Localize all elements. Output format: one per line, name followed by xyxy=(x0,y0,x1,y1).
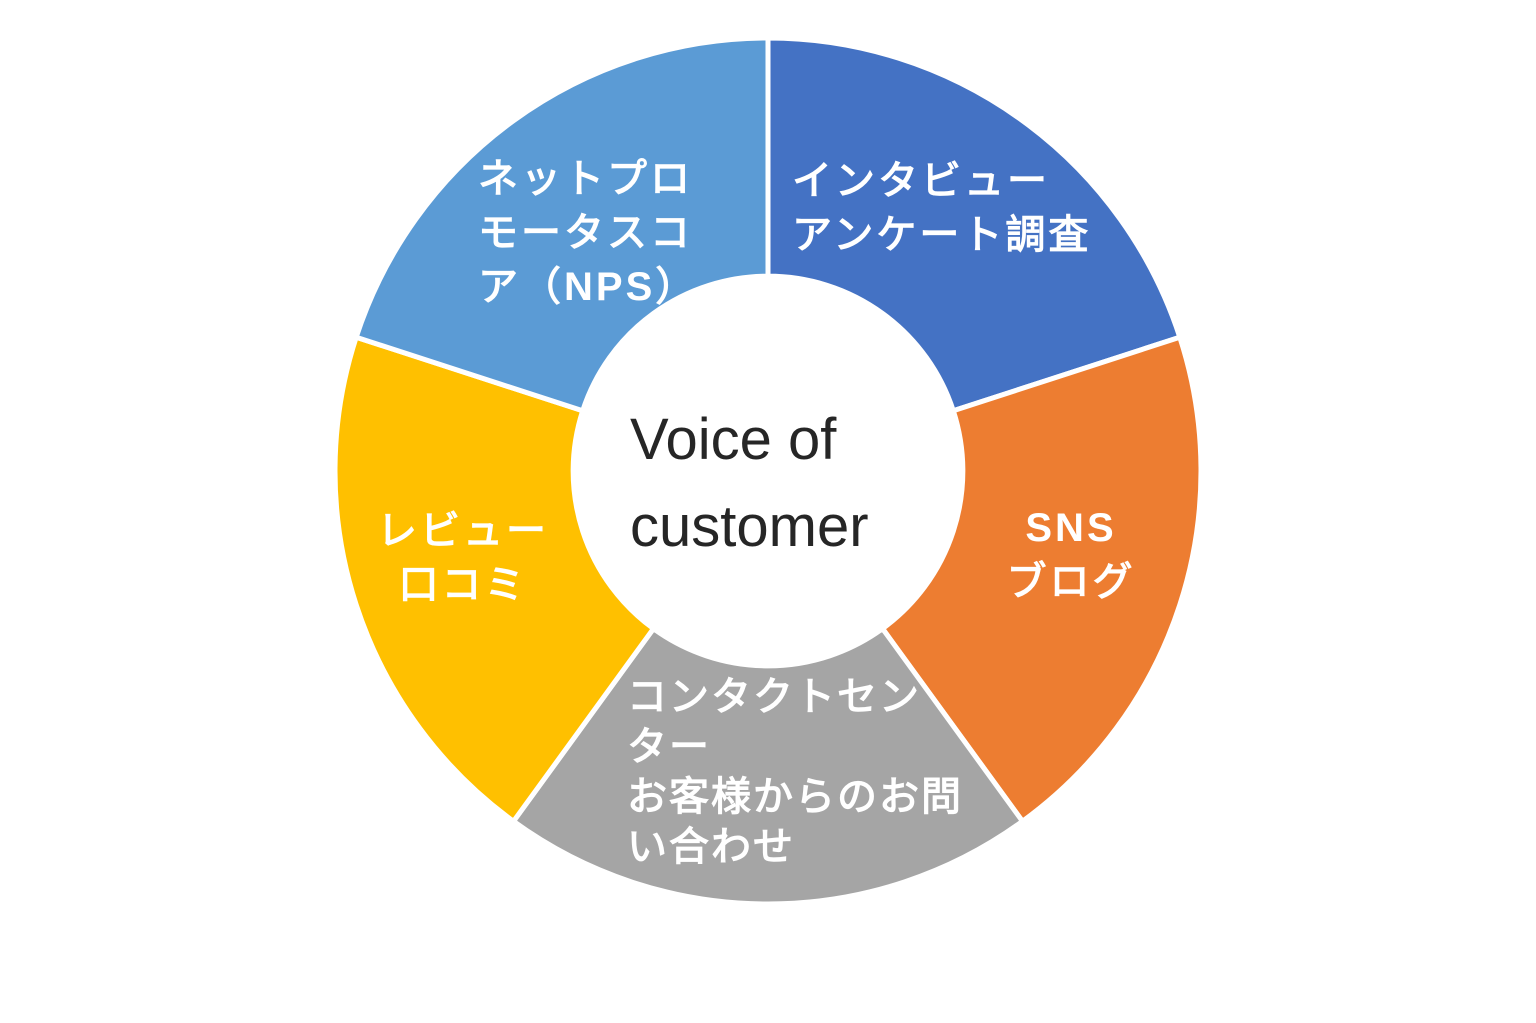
donut-segment-review-kuchikomi xyxy=(332,334,656,824)
donut-segment-net-promoter-score xyxy=(353,35,771,414)
donut-segment-contact-center xyxy=(510,626,1026,907)
donut-segment-interview-survey xyxy=(765,35,1183,414)
donut-segment-sns-blog xyxy=(880,334,1204,824)
